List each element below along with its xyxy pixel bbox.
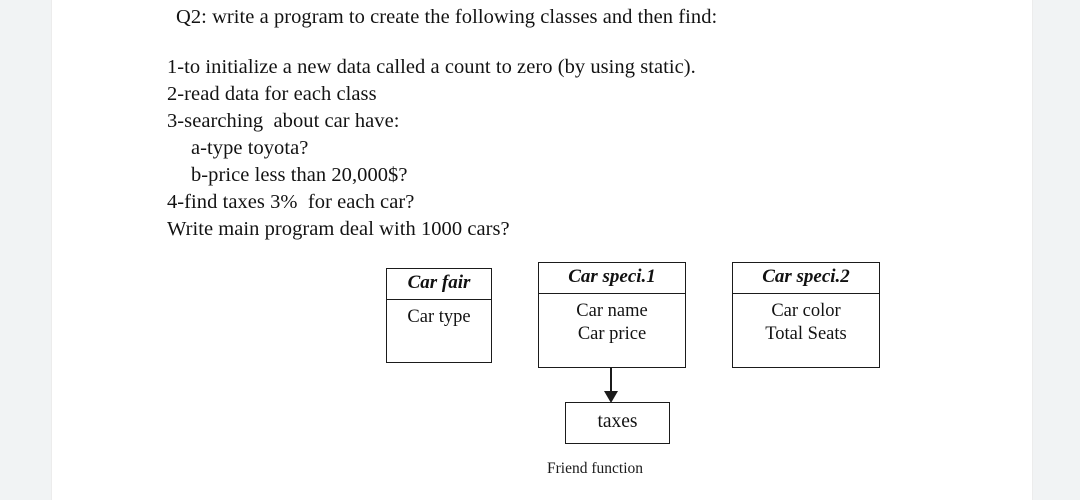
class-attributes-car-speci-1: Car name Car price <box>539 294 685 346</box>
class-name-car-speci-1: Car speci.1 <box>539 263 685 294</box>
relation-arrow-head-icon <box>604 391 618 403</box>
requirement-line-3: 3-searching about car have: <box>167 110 400 132</box>
class-attributes-car-fair: Car type <box>387 300 491 329</box>
requirement-line-1: 1-to initialize a new data called a coun… <box>167 56 696 78</box>
document-page: Q2: write a program to create the follow… <box>52 0 1032 500</box>
class-box-car-speci-1: Car speci.1 Car name Car price <box>538 262 686 368</box>
class-name-car-speci-2: Car speci.2 <box>733 263 879 294</box>
attribute-item: Car price <box>577 324 647 344</box>
function-box-label: taxes <box>597 411 638 432</box>
class-attributes-car-speci-2: Car color Total Seats <box>733 294 879 346</box>
requirement-line-main: Write main program deal with 1000 cars? <box>167 218 510 240</box>
relation-arrow-line <box>610 368 612 395</box>
function-box-taxes: taxes <box>565 402 670 444</box>
attribute-item: Car name <box>576 301 648 321</box>
attribute-item: Car color <box>771 301 841 321</box>
question-text-block: Q2: write a program to create the follow… <box>167 4 867 243</box>
requirement-line-2: 2-read data for each class <box>167 83 377 105</box>
class-box-car-speci-2: Car speci.2 Car color Total Seats <box>732 262 880 368</box>
requirement-line-4: 4-find taxes 3% for each car? <box>167 191 415 213</box>
attribute-item: Total Seats <box>765 324 847 344</box>
attribute-item: Car type <box>407 307 471 327</box>
class-name-car-fair: Car fair <box>387 269 491 300</box>
requirement-line-3a: a-type toyota? <box>191 137 309 159</box>
page-title: Q2: write a program to create the follow… <box>176 6 718 28</box>
class-box-car-fair: Car fair Car type <box>386 268 492 363</box>
class-diagram: Car fair Car type Car speci.1 Car name C… <box>52 0 1032 500</box>
requirement-line-3b: b-price less than 20,000$? <box>191 164 408 186</box>
diagram-caption: Friend function <box>547 460 643 477</box>
